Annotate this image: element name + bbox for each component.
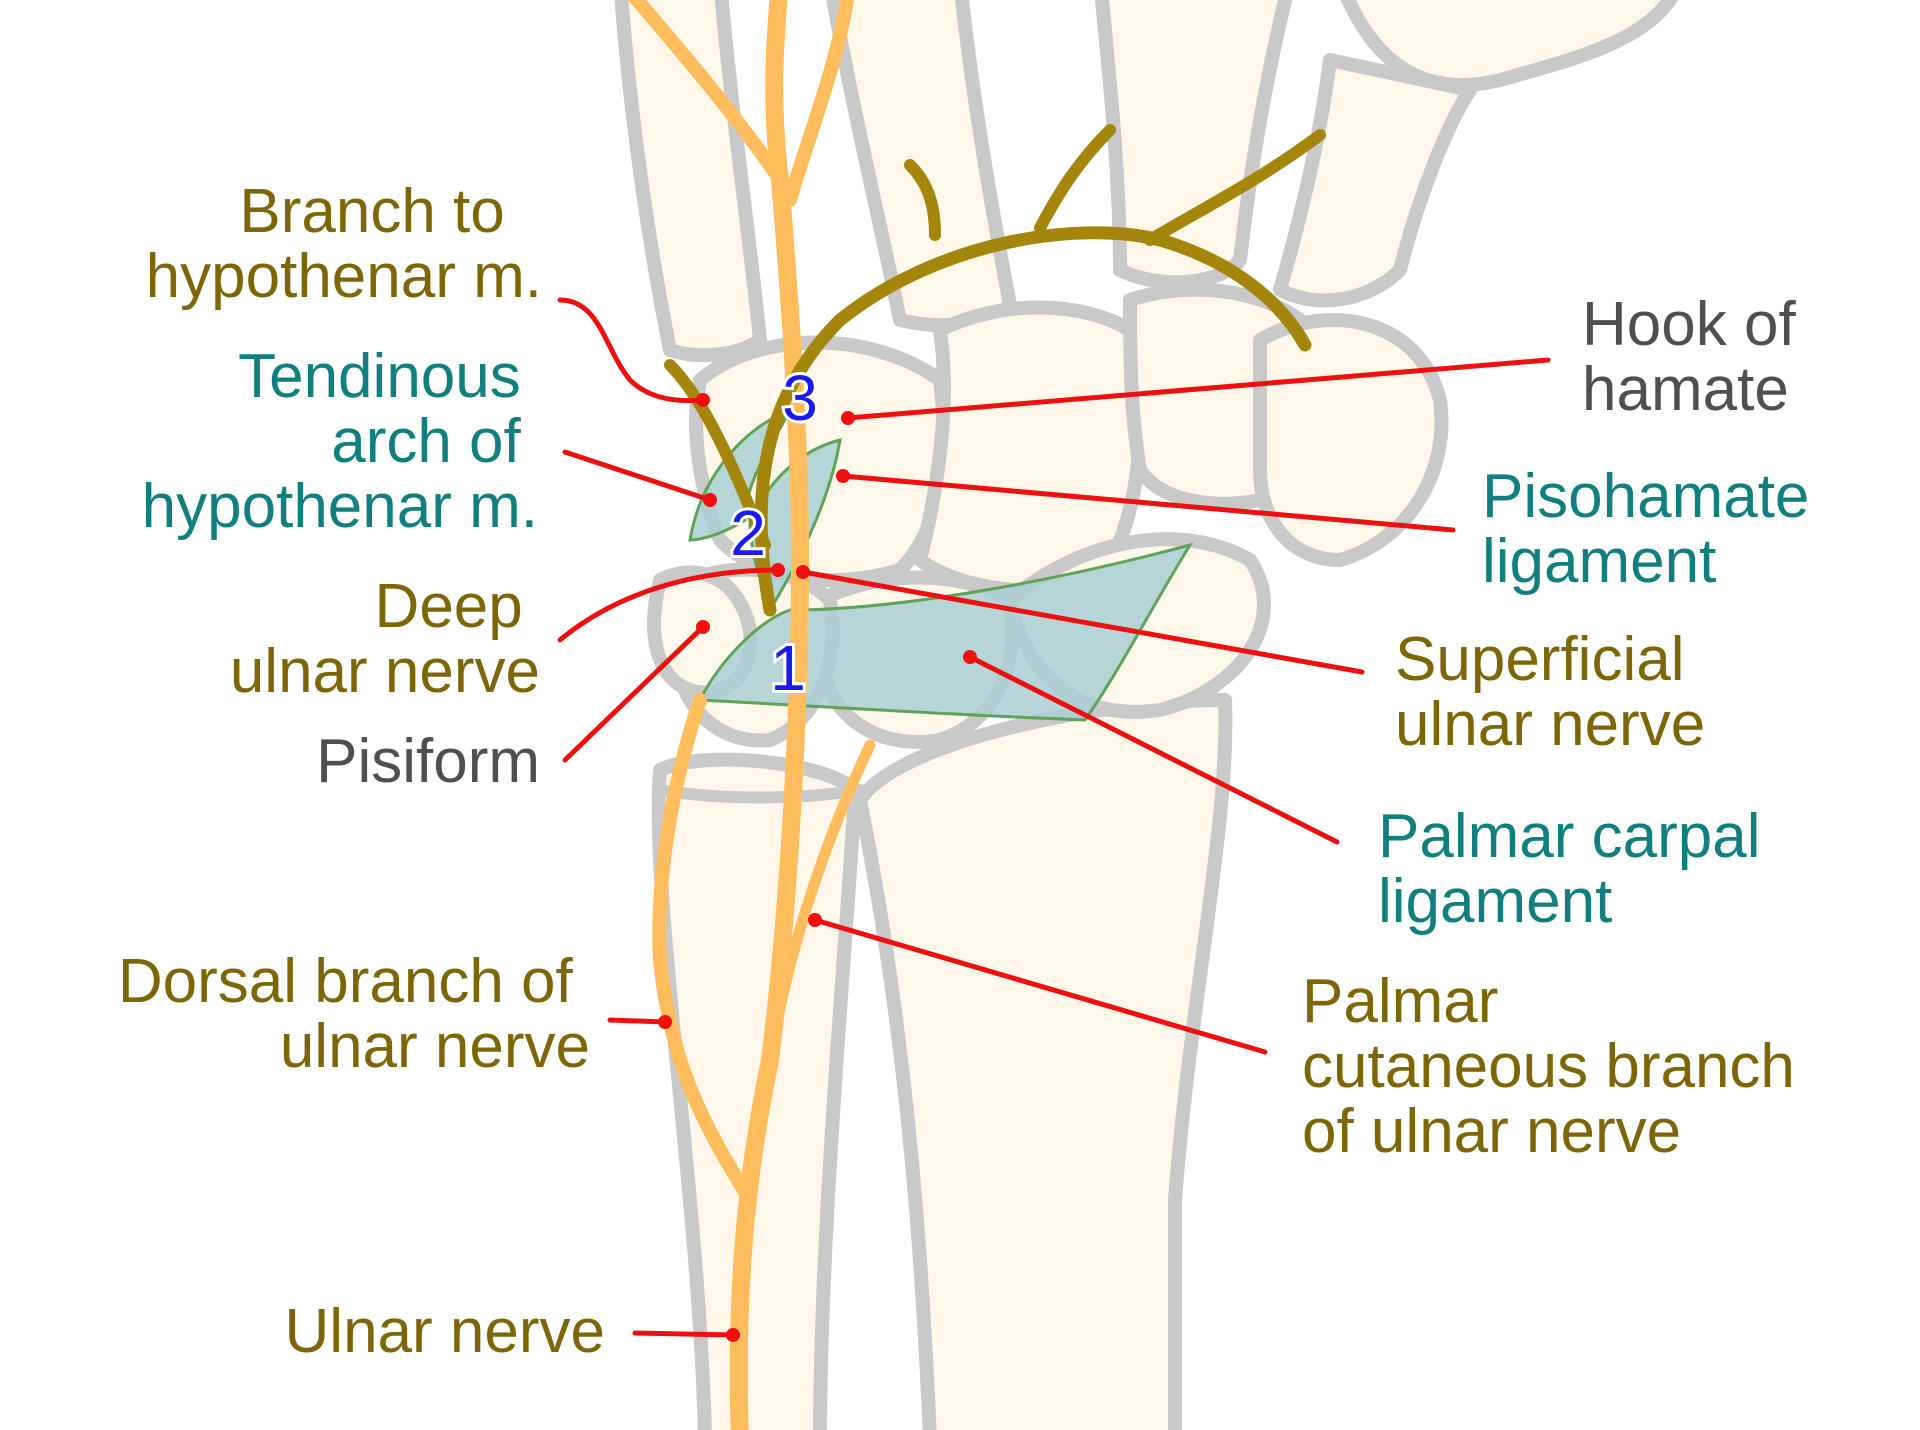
trapezium-bone (1253, 313, 1449, 567)
metacarpal-2 (1340, 0, 1679, 93)
dot-palmar-cutaneous (808, 913, 822, 927)
dot-deep-ulnar (771, 563, 785, 577)
radius-bone (853, 693, 1233, 1430)
label-palmar-cutaneous: Palmar cutaneous branch of ulnar nerve (1302, 967, 1812, 1166)
metacarpal-2-shaft (1273, 53, 1477, 308)
leader-palmar-cutaneous (812, 917, 1268, 1055)
dorsal-branch-nerve (652, 693, 757, 1207)
leader-ulnar-nerve (632, 1330, 736, 1338)
nerves (627, 0, 1326, 1430)
hypothenar-branch-nerve (664, 359, 771, 551)
carpal-joint-line (654, 784, 866, 804)
digital-branch-1 (627, 0, 787, 187)
label-dorsal-branch: Dorsal branch of ulnar nerve (118, 947, 590, 1081)
leader-branch-hypothenar (557, 297, 706, 404)
label-ulnar-nerve: Ulnar nerve (285, 1297, 605, 1366)
palmar-cutaneous-nerve (764, 739, 876, 1066)
ulnar-nerve-trunk (729, 0, 810, 1430)
label-palmar-carpal: Palmar carpal ligament (1378, 802, 1778, 936)
dot-pisohamate (836, 469, 850, 483)
dot-ulnar-nerve (726, 1328, 740, 1342)
zone-number-1: 1 (770, 632, 806, 704)
dot-palmar-carpal (963, 650, 977, 664)
deep-branch-top-1 (904, 159, 941, 241)
leader-pisohamate (840, 473, 1456, 533)
digital-branch-2 (783, 0, 855, 207)
label-deep-ulnar: Deep ulnar nerve (230, 572, 540, 706)
dot-pisiform (696, 620, 710, 634)
dot-tendinous-arch (703, 493, 717, 507)
leader-lines (557, 297, 1551, 1342)
leader-dorsal-branch (607, 1017, 668, 1025)
leader-deep-ulnar (557, 567, 781, 643)
leader-tendinous-arch (562, 449, 713, 503)
label-tendinous-arch: Tendinous arch of hypothenar m. (142, 342, 538, 541)
metacarpal-3 (1094, 0, 1293, 290)
label-hook-hamate: Hook of hamate (1582, 290, 1813, 424)
palmar-carpal-ligament (697, 542, 1194, 722)
leader-palmar-carpal (967, 654, 1340, 845)
leader-hook-hamate (845, 357, 1551, 421)
zone-number-2: 2 (730, 497, 766, 569)
leader-pisiform (562, 624, 706, 763)
deep-branch-top-3 (1144, 129, 1326, 246)
deep-branch-top-2 (1034, 124, 1116, 234)
zone-number-3: 3 (782, 362, 818, 434)
dot-branch-hypothenar (696, 393, 710, 407)
dot-dorsal-branch (658, 1015, 672, 1029)
leader-superficial-ulnar (800, 569, 1365, 675)
dot-hook-hamate (841, 411, 855, 425)
label-superficial-ulnar: Superficial ulnar nerve (1395, 625, 1705, 759)
label-branch-hypothenar: Branch to hypothenar m. (146, 177, 542, 311)
label-pisohamate: Pisohamate ligament (1482, 462, 1827, 596)
dot-superficial-ulnar (796, 565, 810, 579)
label-pisiform: Pisiform (316, 727, 540, 796)
deep-branch-arc (754, 226, 1312, 617)
